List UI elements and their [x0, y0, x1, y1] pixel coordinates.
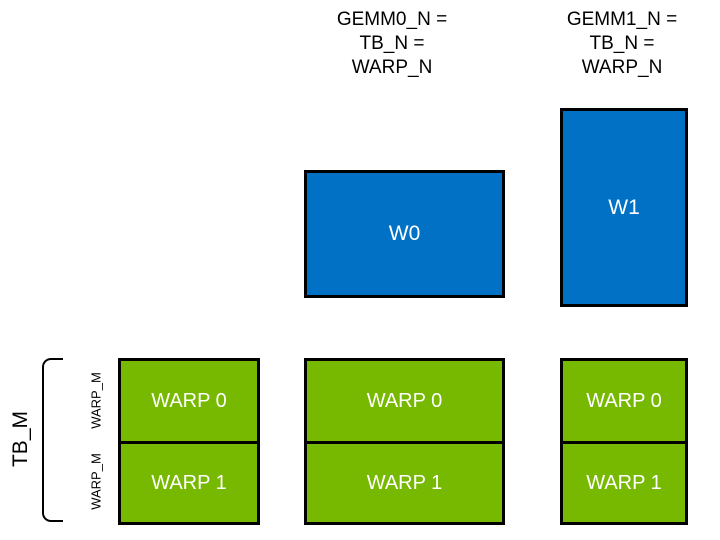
tile-label: W1 [608, 195, 640, 219]
warp-box-col2-warp0: WARP 0 [560, 358, 688, 444]
warp-box-col1-warp0: WARP 0 [304, 358, 505, 444]
column-header-gemm0: GEMM0_N = TB_N = WARP_N [302, 8, 482, 80]
tb-m-label: TB_M [9, 411, 32, 468]
column-header-line: TB_N = [589, 33, 655, 54]
accumulator-tile-w0: W0 [304, 170, 505, 298]
warp-box-col0-warp1: WARP 1 [118, 441, 260, 525]
warp-m-label-top: WARP_M [88, 372, 104, 429]
warp-box-label: WARP 1 [586, 471, 662, 494]
tile-label: W0 [388, 222, 421, 245]
warp-box-label: WARP 1 [366, 471, 443, 494]
column-header-line: GEMM1_N = [566, 9, 678, 30]
warp-box-label: WARP 0 [586, 389, 662, 412]
warp-box-label: WARP 0 [366, 389, 443, 412]
column-header-line: WARP_N [581, 57, 663, 78]
warp-box-col0-warp0: WARP 0 [118, 358, 260, 444]
warp-m-label-bottom: WARP_M [88, 453, 104, 510]
warp-box-label: WARP 1 [151, 471, 227, 494]
column-header-line: GEMM0_N = [336, 9, 448, 30]
column-header-gemm1: GEMM1_N = TB_N = WARP_N [532, 8, 712, 80]
warp-box-col1-warp1: WARP 1 [304, 441, 505, 525]
column-header-line: WARP_N [351, 57, 433, 78]
warp-box-label: WARP 0 [151, 389, 227, 412]
column-header-line: TB_N = [359, 33, 425, 54]
accumulator-tile-w1: W1 [560, 108, 688, 307]
tb-m-bracket [42, 358, 63, 522]
warp-box-col2-warp1: WARP 1 [560, 441, 688, 525]
